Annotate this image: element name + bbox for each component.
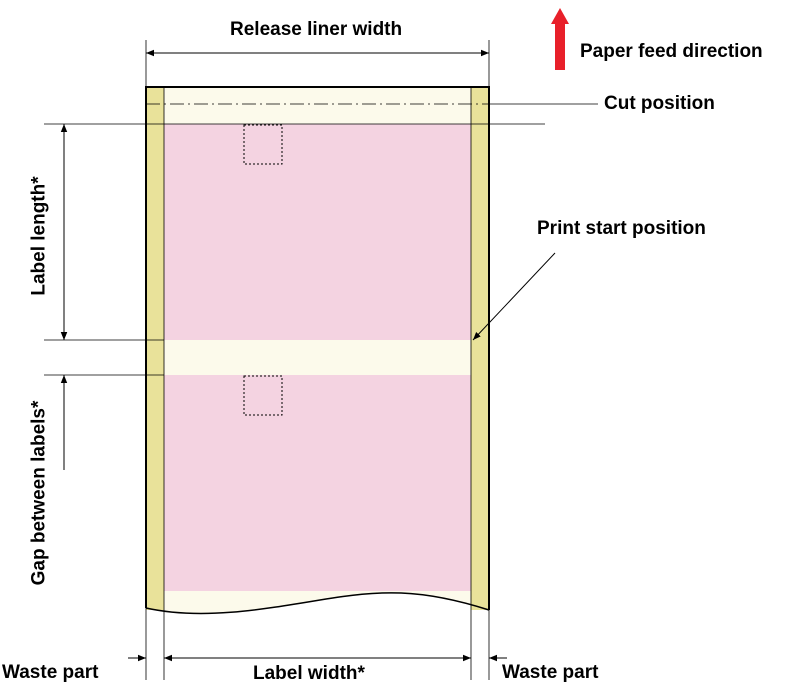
waste-part-right-label: Waste part [502, 662, 599, 683]
cut-position-label: Cut position [604, 93, 715, 114]
print-start-marker-1 [243, 124, 283, 165]
label-width-label: Label width* [253, 663, 365, 684]
print-start-marker-2 [243, 375, 283, 416]
label-1 [164, 124, 471, 340]
waste-strip-right [471, 87, 489, 610]
label-2 [164, 375, 471, 591]
paper-feed-direction-label: Paper feed direction [580, 41, 763, 62]
paper-feed-arrow-icon [551, 8, 569, 70]
waste-strip-left [146, 87, 164, 610]
waste-part-left-label: Waste part [2, 662, 99, 683]
label-length-label: Label length* [28, 176, 50, 296]
gap-between-labels-label: Gap between labels* [28, 400, 50, 586]
print-start-leader [472, 252, 556, 341]
print-start-position-label: Print start position [537, 218, 706, 239]
liner-outline [145, 86, 490, 610]
torn-edge [145, 592, 490, 615]
release-liner-width-label: Release liner width [230, 19, 403, 40]
